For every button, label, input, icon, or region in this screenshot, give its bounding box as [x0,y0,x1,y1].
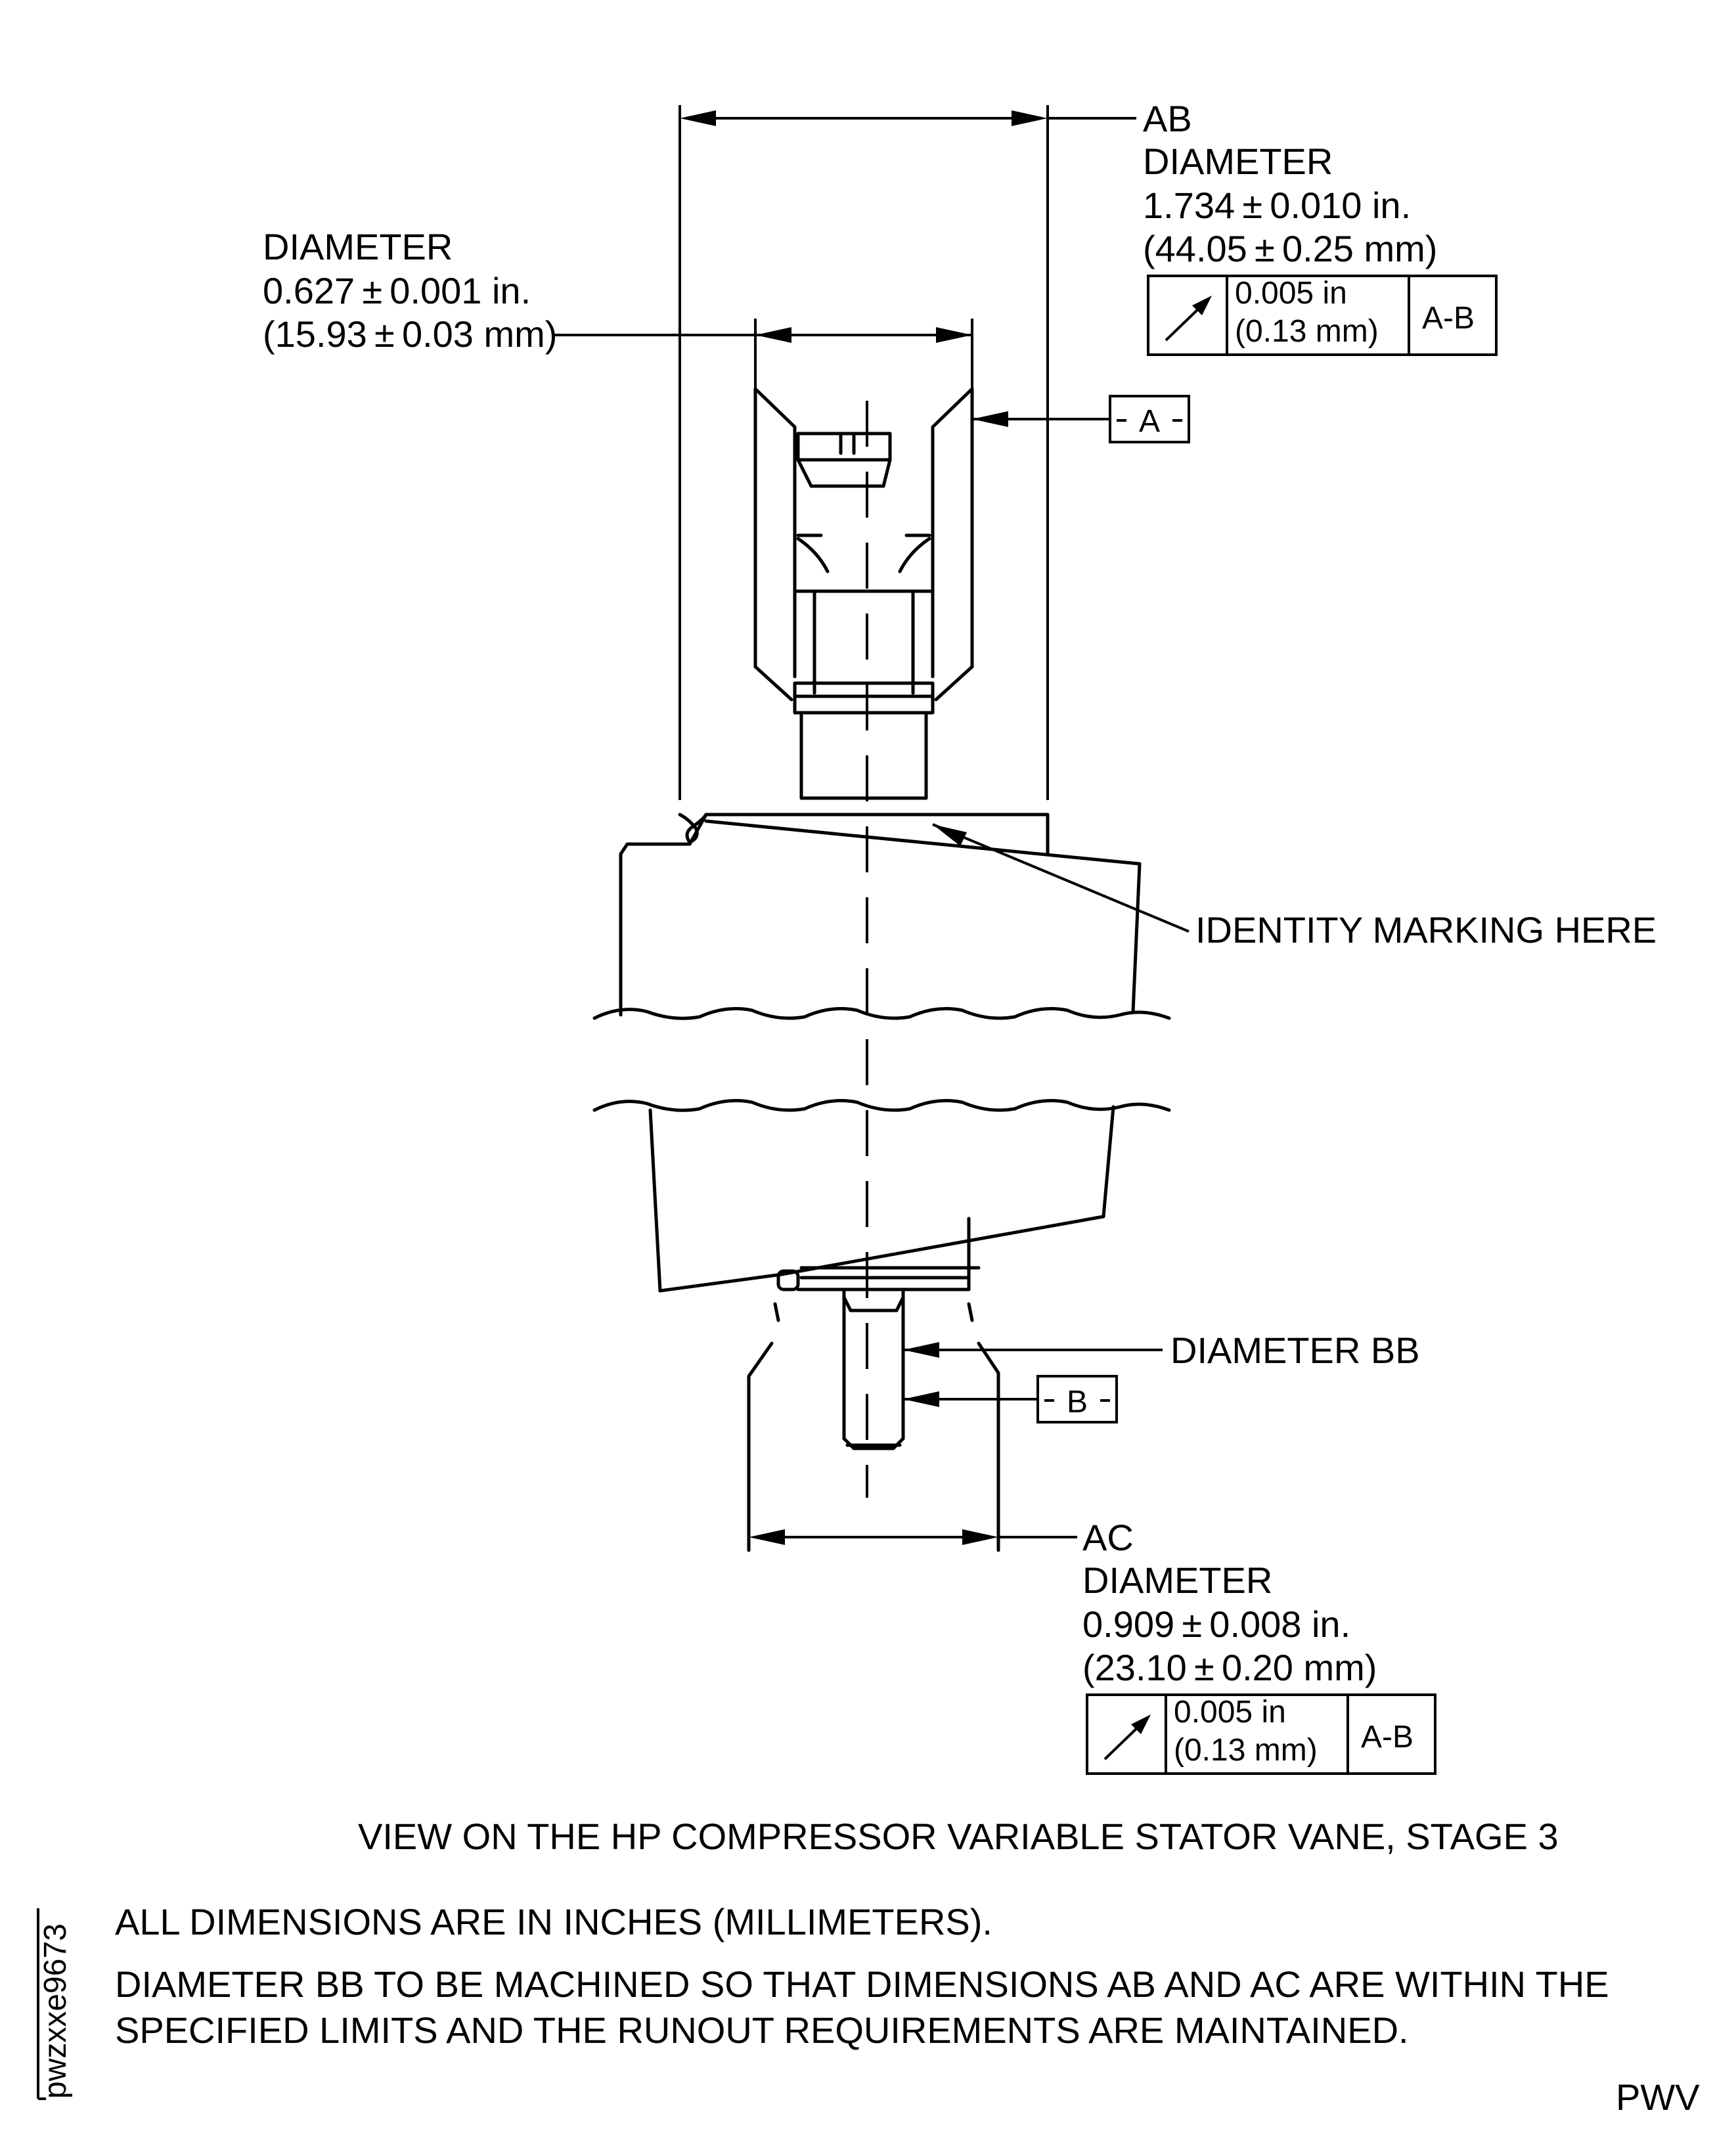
dim-ac-value-in: 0.909 ± 0.008 in. [1082,1603,1350,1645]
figure-id-text: pwzxxe9673 [38,1923,73,2099]
dim-ac-label: AC [1082,1517,1134,1558]
lower-spigot [747,1288,1000,1552]
figure-id: pwzxxe9673 [37,1908,73,2100]
fcf-ac-tol-mm: (0.13 mm) [1174,1733,1318,1768]
fcf-ab-tol-mm: (0.13 mm) [1235,314,1379,349]
fcf-ab-datum: A-B [1422,301,1475,336]
note-1: ALL DIMENSIONS ARE IN INCHES (MILLIMETER… [115,1901,992,1942]
dim-pin-value-in: 0.627 ± 0.001 in. [263,270,531,311]
vane-platform [592,813,1171,1293]
dimension-ab-lines [679,105,1136,800]
datum-a-leader [972,395,1190,443]
fcf-ab-tol-in: 0.005 in [1235,276,1347,311]
identity-marking-label: IDENTITY MARKING HERE [1195,909,1657,951]
dim-ac-value-mm: (23.10 ± 0.20 mm) [1082,1647,1377,1688]
datum-b-label: B [1067,1385,1088,1420]
datum-a-label: A [1139,404,1160,439]
datum-b-leader [903,1375,1118,1423]
dimension-ac-lines [749,1529,1077,1545]
dim-ab-label: AB [1143,98,1192,139]
corner-code: PWV [1616,2076,1700,2118]
dim-ab-value-mm: (44.05 ± 0.25 mm) [1143,228,1437,269]
dim-ab-value-in: 1.734 ± 0.010 in. [1143,185,1411,226]
dimension-pin-lines [552,319,973,394]
diameter-bb-leader [903,1342,1163,1358]
fcf-ab [1147,275,1498,356]
fcf-ac [1086,1693,1436,1775]
note-2-line-1: DIAMETER BB TO BE MACHINED SO THAT DIMEN… [115,1963,1609,2005]
view-title: VIEW ON THE HP COMPRESSOR VARIABLE STATO… [358,1816,1559,1857]
dim-pin-name: DIAMETER [263,226,453,267]
dim-pin-value-mm: (15.93 ± 0.03 mm) [263,313,557,355]
diameter-bb-label: DIAMETER BB [1170,1330,1420,1371]
upper-trunnion [753,387,974,800]
dim-ac-name: DIAMETER [1082,1559,1272,1601]
runout-arrow-icon [1103,1714,1151,1760]
runout-arrow-icon [1165,296,1212,342]
dim-ab-name: DIAMETER [1143,141,1333,182]
note-2-line-2: SPECIFIED LIMITS AND THE RUNOUT REQUIREM… [115,2009,1409,2051]
fcf-ac-tol-in: 0.005 in [1174,1695,1286,1730]
fcf-ac-datum: A-B [1361,1720,1413,1755]
identity-marking-leader [932,823,1190,933]
